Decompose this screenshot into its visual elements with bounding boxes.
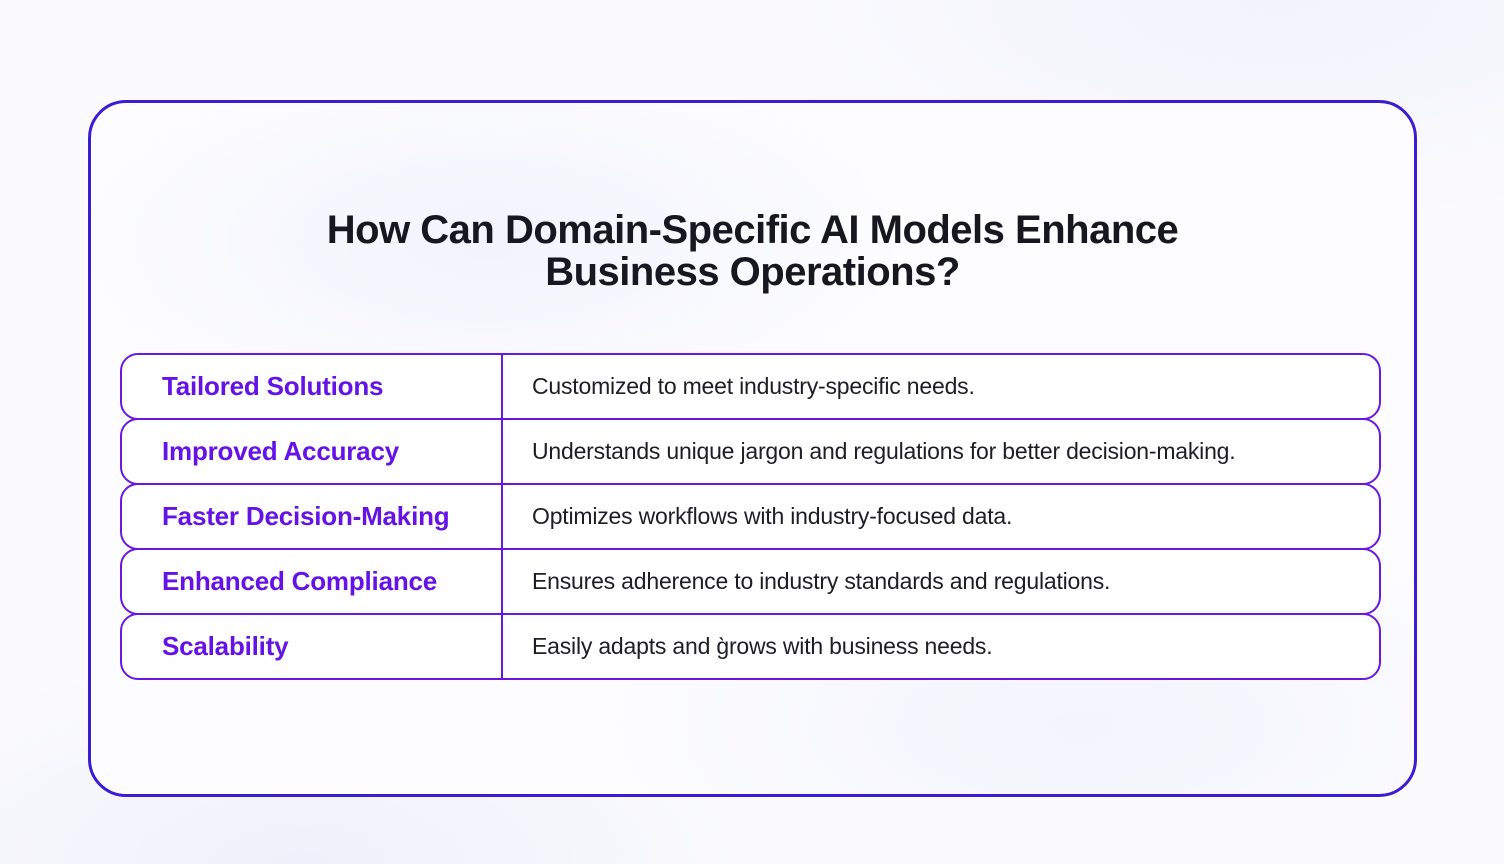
table-row: Scalability Easily adapts and g̀rows wit… [120, 613, 1381, 680]
row-description: Ensures adherence to industry standards … [532, 568, 1111, 594]
row-label-enhanced-compliance: Enhanced Compliance [122, 550, 503, 613]
table-row: Faster Decision-Making Optimizes workflo… [120, 483, 1381, 550]
row-label-improved-accuracy: Improved Accuracy [122, 420, 503, 483]
row-description: Optimizes workflows with industry-focuse… [532, 503, 1013, 529]
page-title: How Can Domain-Specific AI Models Enhanc… [326, 208, 1179, 294]
table-row: Tailored Solutions Customized to meet in… [120, 353, 1381, 420]
table-row: Enhanced Compliance Ensures adherence to… [120, 548, 1381, 615]
benefits-table: Tailored Solutions Customized to meet in… [120, 353, 1381, 680]
row-description: Easily adapts and g̀rows with business n… [532, 633, 993, 659]
row-label-tailored-solutions: Tailored Solutions [122, 355, 503, 418]
table-row: Improved Accuracy Understands unique jar… [120, 418, 1381, 485]
row-description: Customized to meet industry-specific nee… [532, 373, 975, 399]
row-description: Understands unique jargon and regulation… [532, 438, 1236, 464]
row-label-scalability: Scalability [122, 615, 503, 678]
row-label-faster-decision-making: Faster Decision-Making [122, 485, 503, 548]
infographic-card: How Can Domain-Specific AI Models Enhanc… [88, 100, 1417, 797]
